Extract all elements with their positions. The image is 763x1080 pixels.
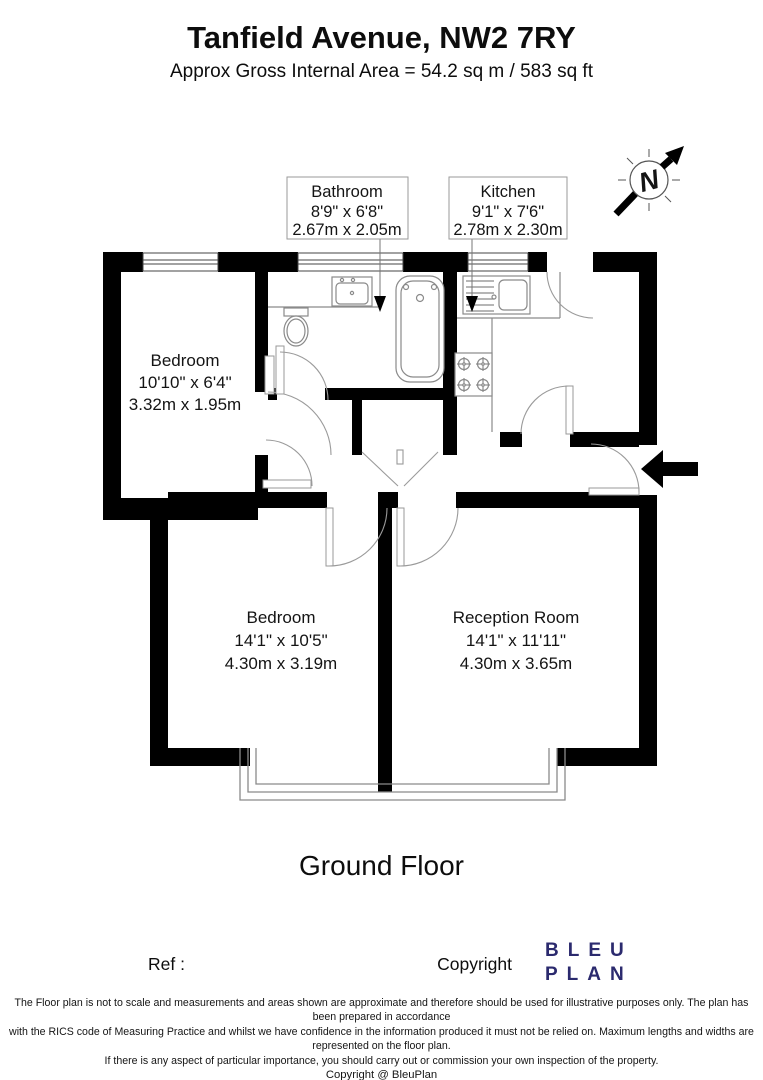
svg-text:8'9" x 6'8": 8'9" x 6'8" <box>311 203 383 221</box>
entrance-arrow-icon <box>641 450 698 488</box>
bay-window <box>239 748 566 801</box>
kitchen-label: Kitchen 9'1" x 7'6" 2.78m x 2.30m <box>448 176 568 240</box>
kitchen-rear-door <box>546 271 594 319</box>
room-labels: Bathroom 8'9" x 6'8" 2.67m x 2.05m Kitch… <box>129 176 580 673</box>
disclaimer-line-1: The Floor plan is not to scale and measu… <box>14 997 749 1024</box>
windows <box>142 252 529 272</box>
bleuplan-logo: BLEU PLAN <box>545 939 633 987</box>
svg-text:4.30m x 3.65m: 4.30m x 3.65m <box>460 654 572 673</box>
kitchen-door <box>520 385 574 435</box>
disclaimer-text: The Floor plan is not to scale and measu… <box>6 996 757 1080</box>
kitchen-window <box>467 252 529 272</box>
svg-text:14'1" x 10'5": 14'1" x 10'5" <box>234 631 327 650</box>
floor-label: Ground Floor <box>299 850 464 881</box>
toilet-icon <box>283 307 309 347</box>
svg-text:Bathroom: Bathroom <box>311 183 383 201</box>
svg-text:2.78m x 2.30m: 2.78m x 2.30m <box>453 221 562 239</box>
bedroom1-label: Bedroom 10'10" x 6'4" 3.32m x 1.95m <box>129 351 241 414</box>
svg-text:9'1" x 7'6": 9'1" x 7'6" <box>472 203 544 221</box>
svg-text:Bedroom: Bedroom <box>151 351 220 370</box>
svg-text:2.67m x 2.05m: 2.67m x 2.05m <box>292 221 401 239</box>
bedroom2-label: Bedroom 14'1" x 10'5" 4.30m x 3.19m <box>225 608 337 673</box>
closet-bifold-doors <box>361 449 439 487</box>
doors <box>262 271 640 567</box>
logo-line-1: BLEU <box>545 940 633 961</box>
entrance-door <box>588 443 640 496</box>
copyright-label: Copyright <box>437 954 512 974</box>
fixtures <box>268 272 561 432</box>
walls <box>103 252 657 792</box>
label-leaders <box>374 239 478 312</box>
svg-text:Kitchen: Kitchen <box>480 183 535 201</box>
disclaimer-line-3: If there is any aspect of particular imp… <box>104 1054 659 1067</box>
svg-text:10'10" x 6'4": 10'10" x 6'4" <box>138 373 231 392</box>
reception-door <box>396 507 459 567</box>
bathroom-window <box>297 252 404 272</box>
bathroom-door <box>275 345 329 401</box>
bedroom1-window <box>142 252 219 272</box>
wash-basin-icon <box>331 276 373 307</box>
svg-text:3.32m x 1.95m: 3.32m x 1.95m <box>129 395 241 414</box>
svg-text:14'1" x 11'11": 14'1" x 11'11" <box>466 631 566 650</box>
page-title: Tanfield Avenue, NW2 7RY <box>187 20 576 55</box>
disclaimer-line-4: Copyright @ BleuPlan <box>325 1069 438 1080</box>
bathtub-icon <box>395 275 445 383</box>
hall-door <box>262 439 313 489</box>
svg-text:Reception Room: Reception Room <box>453 608 580 627</box>
kitchen-sink-icon <box>462 275 531 315</box>
disclaimer-line-2: with the RICS code of Measuring Practice… <box>9 1025 754 1053</box>
page-subtitle: Approx Gross Internal Area = 54.2 sq m /… <box>170 61 593 82</box>
north-compass-icon: N <box>613 146 684 217</box>
reception-label: Reception Room 14'1" x 11'11" 4.30m x 3.… <box>453 608 580 673</box>
bathroom-label: Bathroom 8'9" x 6'8" 2.67m x 2.05m <box>286 176 409 240</box>
ref-label: Ref : <box>148 954 185 974</box>
hob-icon <box>454 352 493 397</box>
bedroom1-door <box>264 355 332 456</box>
svg-text:Bedroom: Bedroom <box>247 608 316 627</box>
svg-text:4.30m x 3.19m: 4.30m x 3.19m <box>225 654 337 673</box>
logo-line-2: PLAN <box>545 964 633 985</box>
bedroom2-door <box>325 507 388 567</box>
